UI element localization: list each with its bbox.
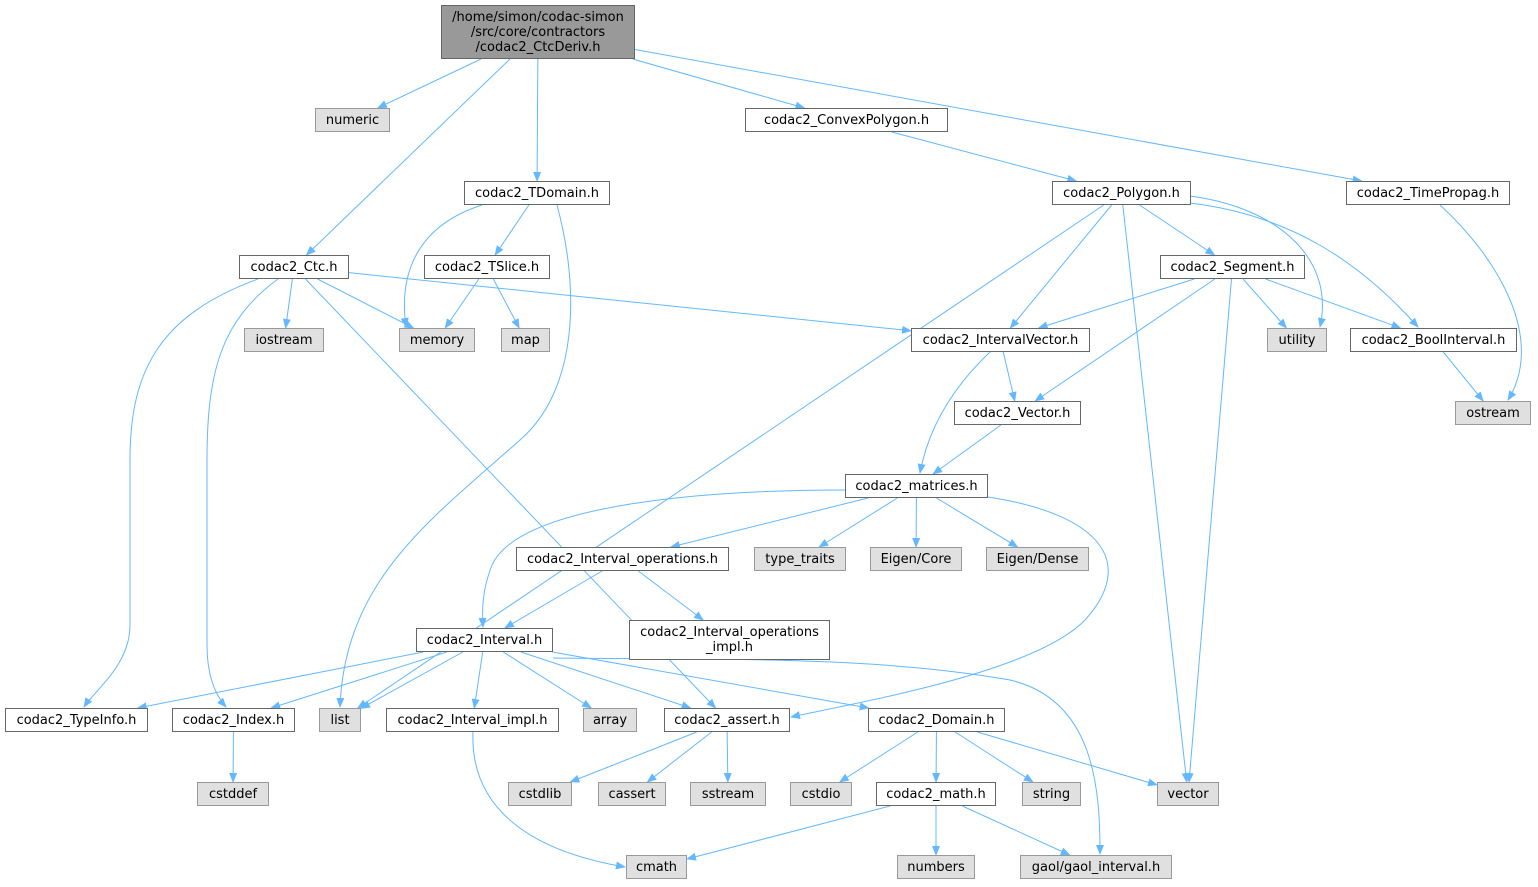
node-interval[interactable]: codac2_Interval.h xyxy=(416,628,553,652)
node-sstream: sstream xyxy=(690,782,766,806)
node-string: string xyxy=(1022,782,1081,806)
node-cstdio: cstdio xyxy=(790,782,852,806)
edge-segment-to-intervalvector xyxy=(1037,278,1195,330)
edge-intervalvector-to-vectorh xyxy=(1002,351,1017,402)
node-eigendense: Eigen/Dense xyxy=(986,547,1089,571)
edge-math-to-gaol xyxy=(962,805,1071,856)
edge-segment-to-vector xyxy=(1185,278,1232,783)
edge-interval-to-intervalimpl xyxy=(471,651,484,709)
node-math[interactable]: codac2_math.h xyxy=(876,782,996,806)
node-boolinterval[interactable]: codac2_BoolInterval.h xyxy=(1350,328,1517,352)
node-domain[interactable]: codac2_Domain.h xyxy=(868,708,1005,732)
node-cstddef: cstddef xyxy=(197,782,269,806)
node-convexpolygon[interactable]: codac2_ConvexPolygon.h xyxy=(745,108,948,132)
edge-matrices-to-eigendense xyxy=(936,497,1019,548)
edge-tdomain-to-tslice xyxy=(494,204,530,256)
edge-ctc-to-memory xyxy=(317,278,415,329)
edge-assert-to-cstdlib xyxy=(569,731,697,783)
edge-matrices-to-typetraits xyxy=(818,497,898,548)
edge-intervalops-to-interval xyxy=(504,570,603,629)
node-assert[interactable]: codac2_assert.h xyxy=(664,708,790,732)
edge-interval-to-typeinfo xyxy=(136,651,424,711)
node-list: list xyxy=(319,708,361,732)
edge-interval-to-array xyxy=(503,651,593,709)
node-intervalimpl[interactable]: codac2_Interval_impl.h xyxy=(386,708,559,732)
node-intervalops[interactable]: codac2_Interval_operations.h xyxy=(516,547,729,571)
edge-assert-to-cassert xyxy=(646,731,712,783)
node-matrices[interactable]: codac2_matrices.h xyxy=(845,474,988,498)
edge-segment-to-boolinterval xyxy=(1265,278,1402,329)
edge-tdomain-to-list xyxy=(336,204,572,708)
edge-matrices-to-intervalops xyxy=(669,497,869,549)
edge-matrices-to-assert xyxy=(790,496,1109,719)
node-numeric: numeric xyxy=(315,108,390,132)
edge-vectorh-to-matrices xyxy=(932,424,1002,475)
edge-intervalvector-to-matrices xyxy=(917,351,991,474)
edge-assert-to-sstream xyxy=(723,731,732,783)
edge-math-to-cmath xyxy=(686,805,891,861)
edge-polygon-to-boolinterval xyxy=(1189,202,1419,328)
node-cmath: cmath xyxy=(626,855,687,879)
edge-segment-to-utility xyxy=(1242,278,1288,329)
edge-ctc-to-typeinfo xyxy=(83,278,259,708)
edge-timepropag-to-ostream xyxy=(1439,204,1522,401)
edge-boolinterval-to-ostream xyxy=(1442,351,1484,402)
edge-matrices-to-interval xyxy=(478,489,846,628)
node-array: array xyxy=(583,708,637,732)
edge-tdomain-to-memory xyxy=(400,204,483,328)
node-typetraits: type_traits xyxy=(754,547,846,571)
node-cstdlib: cstdlib xyxy=(508,782,572,806)
node-intervalopsimpl[interactable]: codac2_Interval_operations _impl.h xyxy=(629,620,830,660)
node-map: map xyxy=(501,328,550,352)
edge-interval-to-index xyxy=(270,651,448,710)
node-ctc[interactable]: codac2_Ctc.h xyxy=(239,255,349,279)
edge-tslice-to-map xyxy=(492,278,520,329)
node-index[interactable]: codac2_Index.h xyxy=(172,708,295,732)
edge-root-to-numeric xyxy=(376,58,482,109)
node-numbers: numbers xyxy=(897,855,975,879)
edge-convexpolygon-to-polygon xyxy=(891,131,1078,183)
node-cassert: cassert xyxy=(598,782,666,806)
edge-root-to-timepropag xyxy=(634,49,1363,184)
node-iostream: iostream xyxy=(244,328,324,352)
node-tdomain[interactable]: codac2_TDomain.h xyxy=(464,181,610,205)
node-typeinfo[interactable]: codac2_TypeInfo.h xyxy=(5,708,148,732)
node-vectorh[interactable]: codac2_Vector.h xyxy=(954,401,1081,425)
edge-intervalops-to-intervalopsimpl xyxy=(638,570,704,621)
edge-domain-to-string xyxy=(954,731,1034,783)
node-segment[interactable]: codac2_Segment.h xyxy=(1160,255,1305,279)
edge-ctc-to-intervalvector xyxy=(348,272,912,334)
edge-root-to-convexpolygon xyxy=(632,58,806,110)
node-polygon[interactable]: codac2_Polygon.h xyxy=(1052,181,1191,205)
edge-domain-to-cstdio xyxy=(838,731,919,783)
node-ostream: ostream xyxy=(1455,401,1531,425)
edge-root-to-tdomain xyxy=(533,58,542,182)
edge-tslice-to-memory xyxy=(444,278,480,329)
edge-domain-to-vector xyxy=(977,731,1158,787)
node-root: /home/simon/codac-simon /src/core/contra… xyxy=(441,5,635,59)
node-tslice[interactable]: codac2_TSlice.h xyxy=(424,255,550,279)
edge-interval-to-list xyxy=(360,651,464,709)
node-vector: vector xyxy=(1157,782,1219,806)
edge-interval-to-domain xyxy=(552,651,870,711)
node-timepropag[interactable]: codac2_TimePropag.h xyxy=(1346,181,1510,205)
edge-polygon-to-vector xyxy=(1122,204,1190,783)
node-memory: memory xyxy=(399,328,475,352)
edge-polygon-to-utility xyxy=(1189,195,1326,328)
edge-polygon-to-intervalvector xyxy=(1009,204,1113,329)
edge-ctc-to-index xyxy=(206,278,279,708)
node-utility: utility xyxy=(1267,328,1327,352)
node-intervalvector[interactable]: codac2_IntervalVector.h xyxy=(911,328,1090,352)
edge-polygon-to-segment xyxy=(1139,204,1216,256)
node-gaol: gaol/gaol_interval.h xyxy=(1020,855,1172,879)
edge-segment-to-vectorh xyxy=(1034,278,1216,402)
edge-root-to-ctc xyxy=(305,58,511,256)
node-eigencore: Eigen/Core xyxy=(870,547,962,571)
edge-ctc-to-iostream xyxy=(282,278,293,329)
edge-interval-to-assert xyxy=(520,651,692,709)
edge-intervalimpl-to-cmath xyxy=(472,731,626,870)
